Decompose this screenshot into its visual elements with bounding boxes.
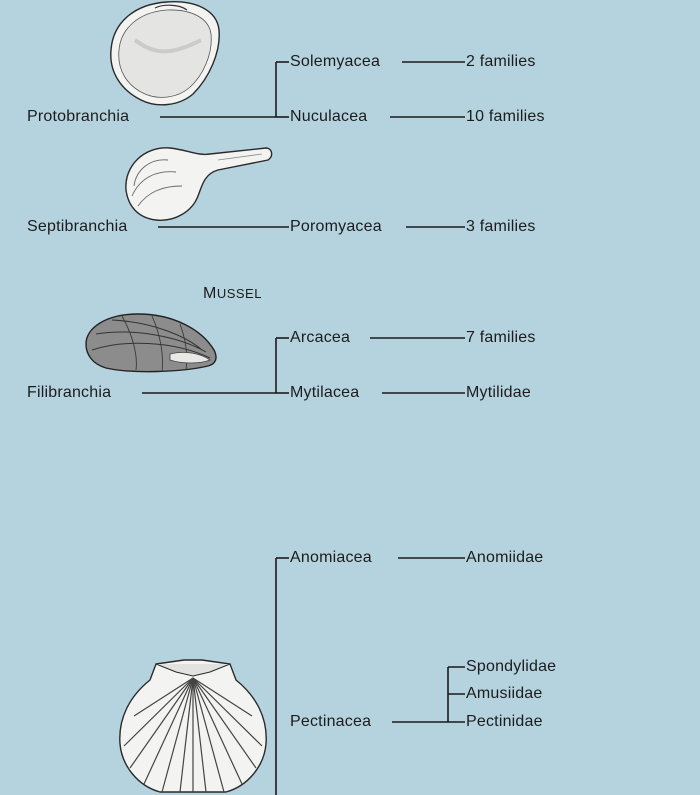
family-anomiidae: Anomiidae (466, 549, 544, 566)
group-label-filibranchia: Filibranchia (27, 384, 112, 401)
family-pectinidae: Pectinidae (466, 713, 543, 730)
mussel-caption-rest: USSEL (216, 286, 262, 301)
mussel-shell-icon (85, 313, 217, 373)
families-solemyacea: 2 families (466, 53, 536, 70)
mussel-caption-initial: M (203, 285, 217, 302)
mussel-caption: MUSSEL (203, 285, 262, 303)
families-poromyacea: 3 families (466, 218, 536, 235)
families-nuculacea: 10 families (466, 108, 545, 125)
superfamily-label-arcacea: Arcacea (290, 329, 351, 346)
dipper-clam-shell-icon (125, 147, 273, 221)
superfamily-label-nuculacea: Nuculacea (290, 108, 368, 125)
families-arcacea: 7 families (466, 329, 536, 346)
group-label-septibranchia: Septibranchia (27, 218, 128, 235)
family-amusiidae: Amusiidae (466, 685, 543, 702)
superfamily-label-pectinacea: Pectinacea (290, 713, 372, 730)
superfamily-label-anomiacea: Anomiacea (290, 549, 372, 566)
nut-clam-shell-icon (110, 1, 220, 106)
family-mytilidae: Mytilidae (466, 384, 531, 401)
family-spondylidae: Spondylidae (466, 658, 557, 675)
scallop-shell-icon (119, 659, 267, 793)
superfamily-label-solemyacea: Solemyacea (290, 53, 381, 70)
group-label-protobranchia: Protobranchia (27, 108, 130, 125)
superfamily-label-poromyacea: Poromyacea (290, 218, 382, 235)
superfamily-label-mytilacea: Mytilacea (290, 384, 360, 401)
